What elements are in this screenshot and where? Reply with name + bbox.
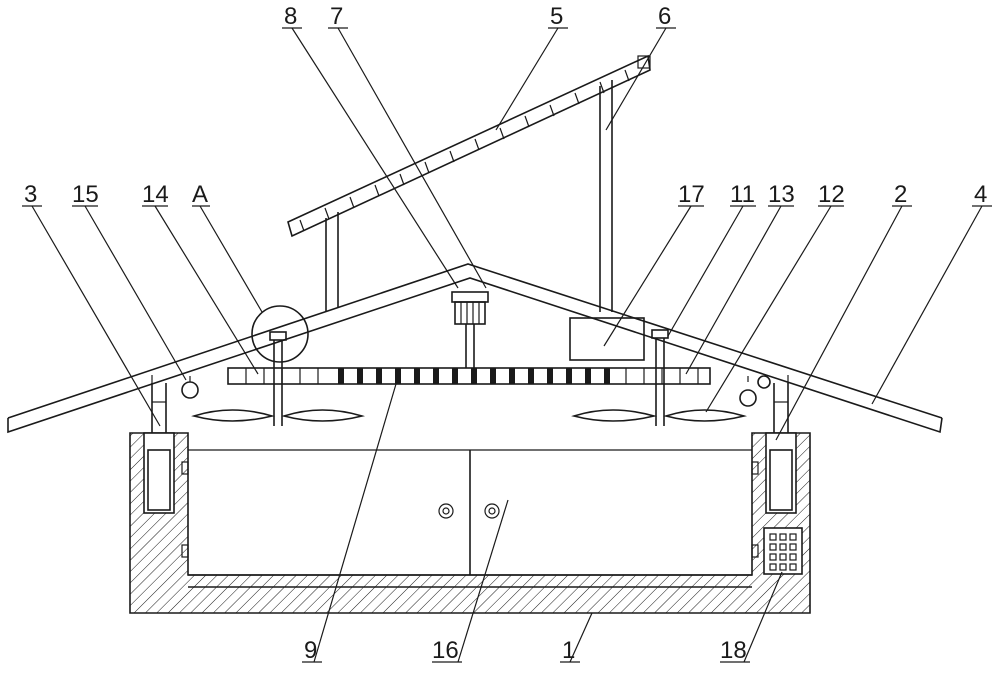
label-14: 14 [142,181,169,208]
label-2: 2 [894,181,907,208]
label-4: 4 [974,181,987,208]
roof [7,263,943,434]
motor [451,291,489,368]
label-6: 6 [658,3,671,30]
label-15: 15 [72,181,99,208]
control-keypad [763,527,803,575]
left-cylinder [143,383,175,514]
label-16: 16 [432,637,459,664]
label-1: 1 [562,637,575,664]
battery-box [569,317,645,361]
solar-panel [287,54,651,312]
right-cylinder [765,383,797,514]
right-fan [571,329,748,426]
label-7: 7 [330,3,343,30]
part-labels: 8 7 5 6 3 15 14 A 17 11 13 12 2 4 9 16 1… [24,3,987,664]
cabinet-doors [181,450,759,575]
label-a: A [192,181,208,208]
left-fan [191,305,366,426]
label-8: 8 [284,3,297,30]
label-3: 3 [24,181,37,208]
label-12: 12 [818,181,845,208]
leader-lines [22,27,992,663]
lamps [181,375,771,407]
label-17: 17 [678,181,705,208]
label-9: 9 [304,637,317,664]
label-11: 11 [730,181,755,208]
label-13: 13 [768,181,795,208]
label-5: 5 [550,3,563,30]
gear-rack [227,367,711,385]
label-18: 18 [720,637,747,664]
